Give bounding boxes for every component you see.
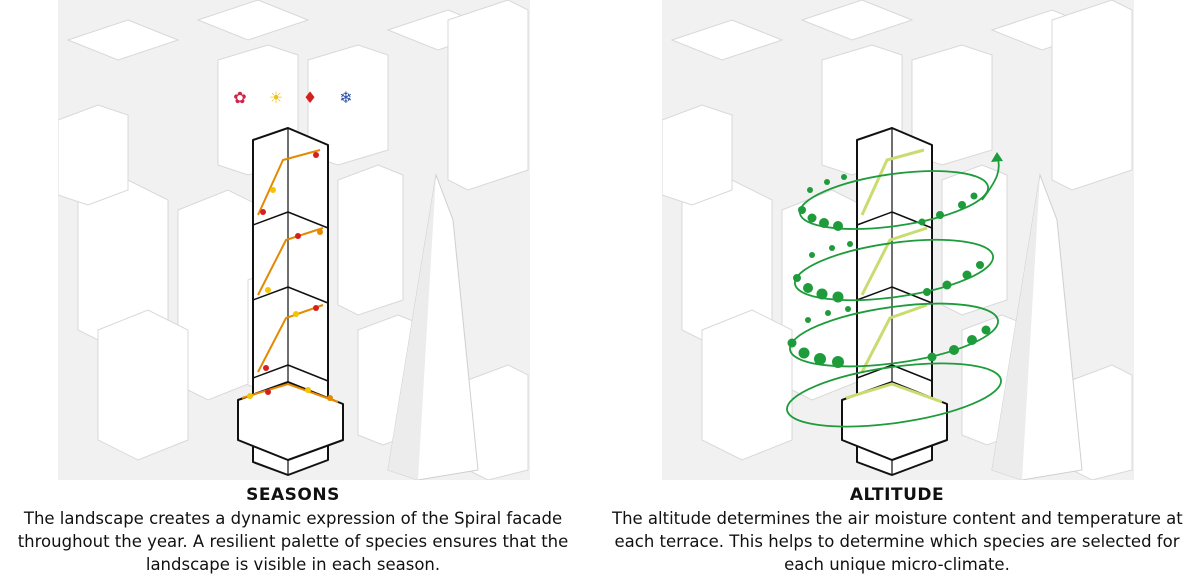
seasons-panel: ✿ ☀ ♦ ❄ SEASONS The landscape creates a …: [8, 0, 588, 580]
altitude-panel: ALTITUDE The altitude determines the air…: [612, 0, 1192, 580]
seasons-diagram: ✿ ☀ ♦ ❄: [58, 0, 530, 480]
seasons-desc-line-2: throughout the year. A resilient palette…: [17, 532, 569, 551]
altitude-city-illustration: [662, 0, 1133, 480]
snowflake-icon: ❄: [339, 88, 352, 107]
seasons-city-illustration: ✿ ☀ ♦ ❄: [58, 0, 529, 480]
seasons-title: SEASONS: [246, 485, 340, 505]
seasons-description: The landscape creates a dynamic expressi…: [8, 507, 578, 576]
altitude-desc-line-2: each terrace. This helps to determine wh…: [614, 532, 1180, 551]
altitude-desc-line-1: The altitude determines the air moisture…: [612, 509, 1183, 528]
altitude-title: ALTITUDE: [849, 485, 945, 505]
flower-icon: ✿: [233, 88, 246, 107]
seasons-desc-line-1: The landscape creates a dynamic expressi…: [23, 509, 563, 528]
seasons-desc-line-3: landscape is visible in each season.: [145, 555, 441, 574]
altitude-description: The altitude determines the air moisture…: [612, 507, 1183, 576]
altitude-diagram: [662, 0, 1134, 480]
sun-icon: ☀: [269, 88, 283, 107]
leaf-icon: ♦: [303, 88, 317, 107]
altitude-desc-line-3: each unique micro-climate.: [784, 555, 1010, 574]
